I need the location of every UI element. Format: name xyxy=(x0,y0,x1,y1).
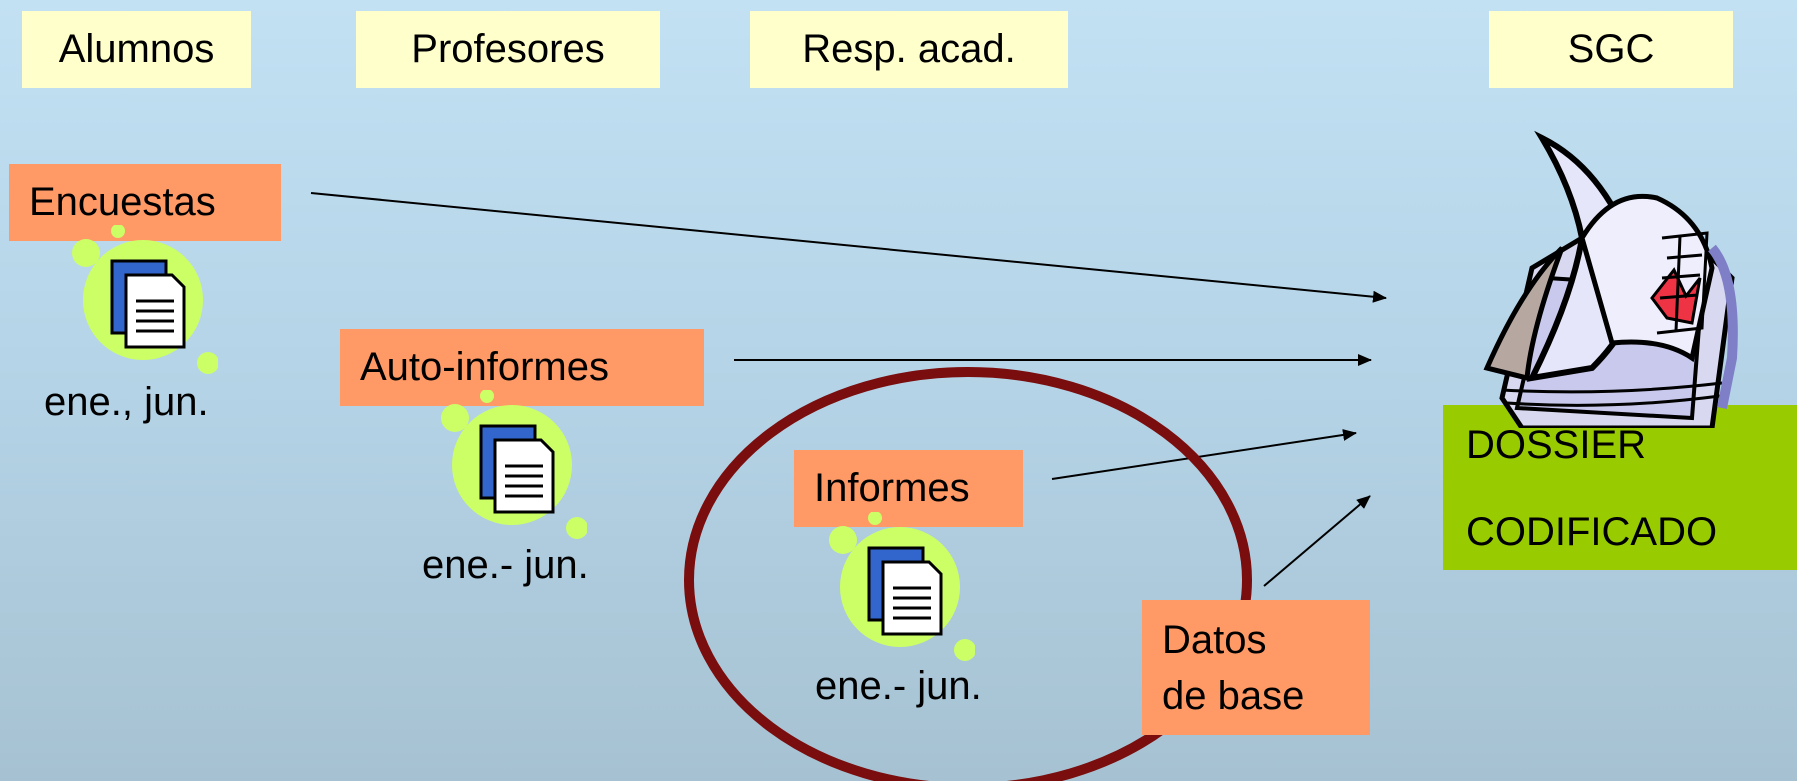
arrow-datos-base xyxy=(1263,495,1371,587)
arrow-informes xyxy=(1051,429,1357,480)
period-auto-informes: ene.- jun. xyxy=(422,543,589,587)
source-datos-base: Datos de base xyxy=(1142,600,1370,735)
document-icon xyxy=(829,512,975,661)
arrow-encuestas xyxy=(310,192,1387,303)
dossier-clipart-icon xyxy=(1483,130,1738,428)
dossier-box xyxy=(1443,405,1797,570)
dossier-line2: CODIFICADO xyxy=(1466,510,1718,554)
document-icon xyxy=(441,390,587,539)
header-resp-acad: Resp. acad. xyxy=(750,11,1068,88)
source-informes: Informes xyxy=(794,450,1023,527)
document-icon xyxy=(72,225,218,374)
source-encuestas: Encuestas xyxy=(9,164,281,241)
source-auto-informes: Auto-informes xyxy=(340,329,704,406)
period-encuestas: ene., jun. xyxy=(44,380,209,424)
period-informes: ene.- jun. xyxy=(815,664,982,708)
header-sgc: SGC xyxy=(1489,11,1733,88)
dossier-line1: DOSSIER xyxy=(1466,423,1647,467)
highlight-circle xyxy=(684,367,1252,781)
datos-base-line1: Datos xyxy=(1162,617,1267,662)
header-alumnos: Alumnos xyxy=(22,11,251,88)
header-profesores: Profesores xyxy=(356,11,660,88)
datos-base-line2: de base xyxy=(1162,673,1305,718)
